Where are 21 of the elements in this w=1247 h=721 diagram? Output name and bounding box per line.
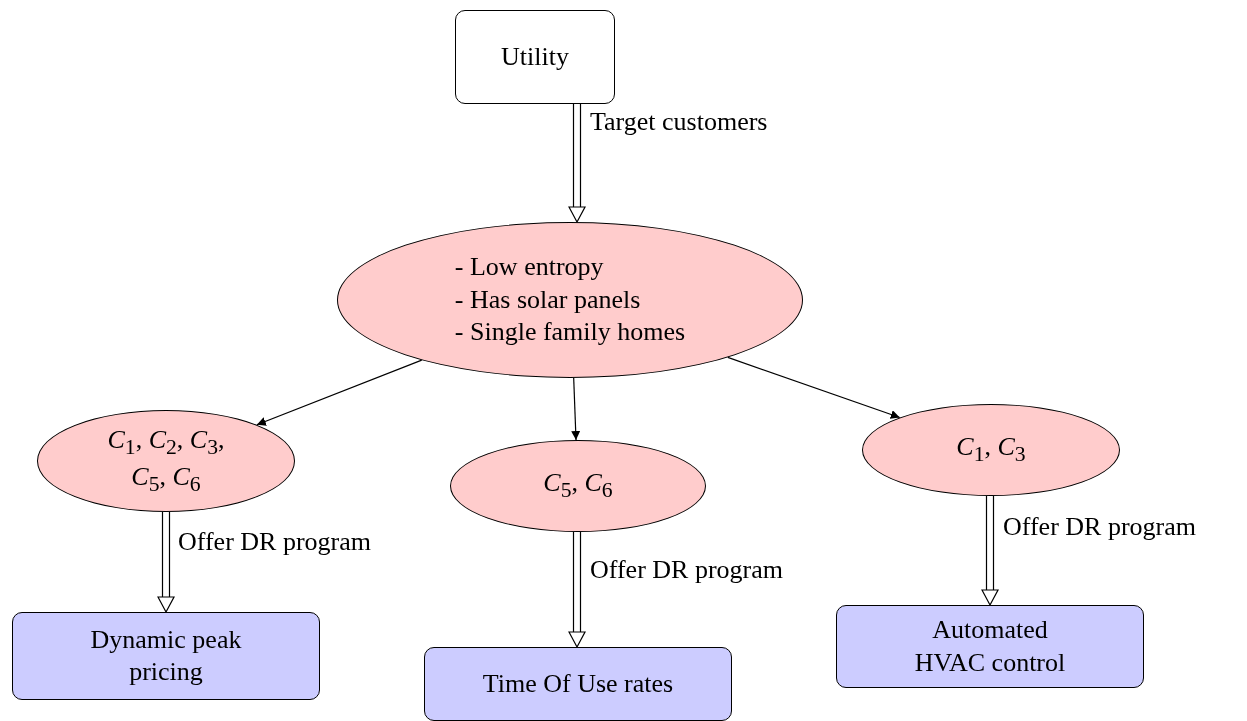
arrow <box>256 359 423 426</box>
program-box <box>12 612 320 700</box>
list-item: - Has solar panels <box>453 283 642 316</box>
list-item: - Low entropy <box>453 251 605 284</box>
double-arrow <box>981 495 999 607</box>
source-box <box>455 10 615 104</box>
program-box <box>836 605 1144 688</box>
arrow <box>571 377 581 441</box>
node-label: C$_{1}$, C$_{3}$ <box>955 431 1027 469</box>
node-label: C$_{5}$, C$_{6}$ <box>542 467 614 505</box>
node-label: Time Of Use rates <box>481 667 675 700</box>
double-arrow <box>568 103 586 224</box>
double-arrow <box>568 531 586 649</box>
node-label: Utility <box>500 40 570 73</box>
node-label: C$_{1}$, C$_{2}$, C$_{3}$, C$_{5}$, C$_{6}$ <box>106 423 226 499</box>
arrow <box>727 356 901 419</box>
node-label: Dynamic peak pricing <box>89 623 243 688</box>
node-label: Automated HVAC control <box>913 614 1067 679</box>
list-item: - Single family homes <box>453 316 687 349</box>
double-arrow <box>157 511 175 614</box>
program-box <box>424 647 732 721</box>
